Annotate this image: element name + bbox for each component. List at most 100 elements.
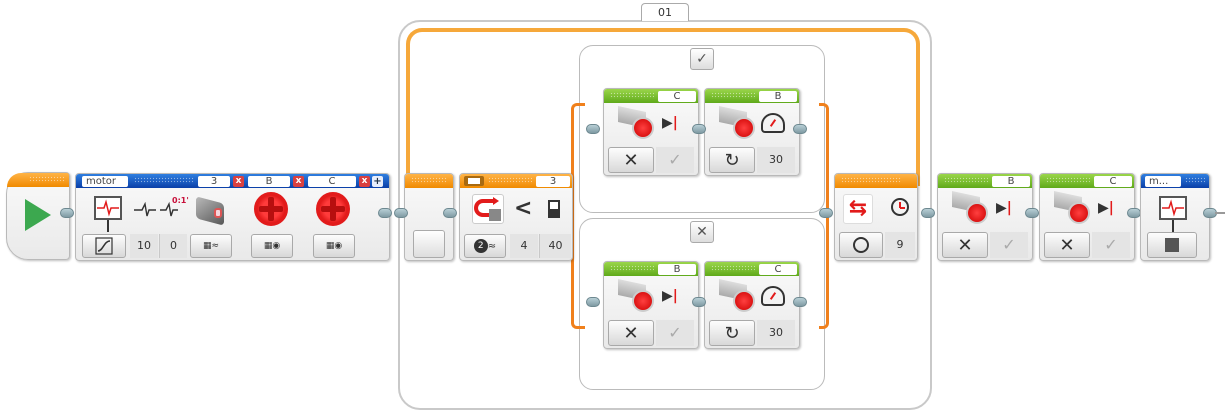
sequence-plug (793, 297, 807, 307)
port-field-3[interactable]: 3 (198, 176, 230, 187)
threshold-input[interactable]: 40 (539, 234, 571, 258)
check-icon: ✓ (696, 51, 708, 67)
loop-name[interactable]: 01 (658, 6, 672, 19)
sequence-plug (692, 124, 706, 134)
brake-input[interactable]: ✓ (990, 232, 1028, 258)
case-true-tab[interactable]: ✓ (690, 48, 714, 70)
timer-icon (891, 198, 909, 216)
remove-port-3-icon[interactable]: x (233, 176, 244, 187)
rate-icon (134, 201, 156, 221)
switch-mode-button[interactable]: 2≈ (464, 234, 506, 258)
motor-port-field[interactable]: C (658, 91, 696, 102)
switch-view-toggle-icon[interactable] (464, 176, 484, 186)
speedometer-icon (761, 286, 785, 306)
medium-motor-icon (952, 191, 988, 226)
measure-distance-icon: ▦≈ (202, 241, 220, 251)
motor-off-icon: ▶| (662, 288, 678, 304)
port-field-c[interactable]: C (308, 176, 356, 187)
datalog-stop-block[interactable]: m... (1140, 173, 1210, 261)
sequence-wire-end (1215, 212, 1225, 214)
motor-stop-block-c[interactable]: C ▶| ✕ ✓ (1039, 173, 1135, 261)
datalog-name-field[interactable]: m... (1145, 176, 1181, 187)
datalog-icon (94, 196, 122, 220)
sequence-plug (692, 297, 706, 307)
motor-mode-button[interactable]: ✕ (608, 147, 654, 173)
measure-degrees-icon: ▦◉ (325, 241, 343, 251)
datalog-icon-stand (1172, 220, 1174, 232)
motor-mode-button[interactable]: ✕ (942, 232, 988, 258)
sensor-c-mode-button[interactable]: ▦◉ (313, 234, 355, 258)
power-input[interactable]: 30 (757, 147, 795, 173)
motor-port-field[interactable]: B (759, 91, 797, 102)
loop-end-block[interactable]: ⇆ 9 (834, 173, 918, 261)
sequence-plug (586, 124, 600, 134)
ultrasonic-compare-icon (472, 194, 504, 224)
medium-motor-icon (618, 106, 654, 141)
play-icon[interactable] (25, 199, 51, 231)
motor-mode-button[interactable]: ✕ (608, 320, 654, 346)
power-input[interactable]: 30 (757, 320, 795, 346)
cross-icon: ✕ (696, 224, 708, 240)
threshold-icon (548, 200, 560, 218)
add-port-icon[interactable]: + (372, 176, 383, 187)
ultrasonic-sensor-icon (194, 196, 228, 226)
datalog-oscillation-icon (95, 237, 113, 255)
sequence-plug (1127, 208, 1141, 218)
motor-mode-button[interactable]: ✕ (1044, 232, 1090, 258)
motor-port-field[interactable]: C (759, 264, 797, 275)
switch-block[interactable]: 3 < 2≈ 4 40 (459, 173, 573, 261)
loop-mode-button[interactable] (839, 232, 883, 258)
motor-off-icon: ▶| (662, 115, 678, 131)
remove-port-c-icon[interactable]: x (359, 176, 370, 187)
medium-motor-icon (719, 279, 755, 314)
motor-block-case-true-b[interactable]: B ↻ 30 (704, 88, 800, 176)
motor-port-field[interactable]: C (1094, 176, 1132, 187)
motor-block-case-true-c[interactable]: C ▶| ✕ ✓ (603, 88, 699, 176)
sequence-plug (819, 208, 833, 218)
remove-port-b-icon[interactable]: x (293, 176, 304, 187)
loop-return-wire (406, 28, 920, 186)
loop-start-block[interactable] (404, 173, 454, 261)
sequence-plug (394, 208, 408, 218)
switch-port-field[interactable]: 3 (536, 176, 570, 187)
motor-mode-button[interactable]: ↻ (709, 320, 755, 346)
motor-port-field[interactable]: B (992, 176, 1030, 187)
brake-input[interactable]: ✓ (656, 320, 694, 346)
motor-stop-block-b[interactable]: B ▶| ✕ ✓ (937, 173, 1033, 261)
start-block[interactable] (6, 172, 70, 260)
duration-input[interactable]: 0 (159, 234, 187, 258)
sensor-3-mode-button[interactable]: ▦≈ (190, 234, 232, 258)
speedometer-icon (761, 113, 785, 133)
datalog-icon-stand (107, 220, 109, 232)
duration-unit-label: 0:1' (172, 196, 189, 205)
stopwatch-icon (853, 237, 869, 253)
brake-input[interactable]: ✓ (656, 147, 694, 173)
datalog-mode-button[interactable] (82, 234, 126, 258)
loop-name-tab[interactable]: 01 (641, 3, 689, 21)
datalog-mode-button[interactable] (1147, 232, 1197, 258)
motor-off-icon: ▶| (1098, 200, 1114, 216)
sequence-plug (921, 208, 935, 218)
port-field-b[interactable]: B (248, 176, 290, 187)
motor-port-field[interactable]: B (658, 264, 696, 275)
medium-motor-icon (618, 279, 654, 314)
loop-repeat-icon: ⇆ (843, 194, 873, 224)
medium-motor-icon (719, 106, 755, 141)
datalog-name-field[interactable]: motor (82, 176, 128, 187)
datalog-icon (1159, 196, 1187, 220)
motor-block-case-false-b[interactable]: B ▶| ✕ ✓ (603, 261, 699, 349)
compare-type-input[interactable]: 4 (510, 234, 538, 258)
motor-mode-button[interactable]: ↻ (709, 147, 755, 173)
loop-time-input[interactable]: 9 (885, 232, 915, 258)
measure-degrees-icon: ▦◉ (263, 241, 281, 251)
sequence-plug (60, 208, 74, 218)
datalog-block[interactable]: motor 3 x B x C x + 0:1' 10 0 ▦≈ ▦◉ (75, 173, 390, 261)
motor-block-case-false-c[interactable]: C ↻ 30 (704, 261, 800, 349)
duration-icon: 0:1' (160, 196, 190, 218)
distance-mode-icon: 2 (473, 239, 488, 253)
sensor-b-mode-button[interactable]: ▦◉ (251, 234, 293, 258)
rate-input[interactable]: 10 (130, 234, 158, 258)
switch-wire-left (571, 103, 585, 329)
case-false-tab[interactable]: ✕ (690, 221, 714, 243)
brake-input[interactable]: ✓ (1092, 232, 1130, 258)
